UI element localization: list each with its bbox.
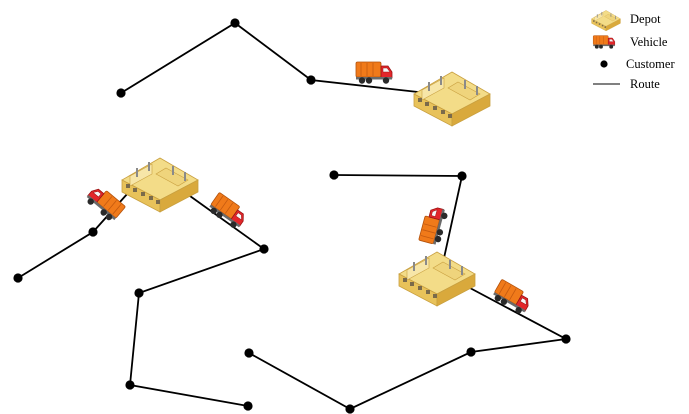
customer-node bbox=[244, 348, 254, 358]
truck-icon bbox=[206, 191, 250, 232]
legend-route-label: Route bbox=[630, 77, 660, 91]
truck-icon bbox=[355, 61, 393, 85]
customer-node bbox=[457, 171, 467, 181]
legend-vehicle-label: Vehicle bbox=[630, 35, 668, 49]
customer-node bbox=[329, 170, 339, 180]
depots bbox=[121, 71, 491, 307]
routes bbox=[17, 21, 569, 411]
customer-node bbox=[259, 244, 269, 254]
customer-node bbox=[306, 75, 316, 85]
customer-node bbox=[230, 18, 240, 28]
legend-customer: Customer bbox=[600, 57, 675, 71]
legend-customer-label: Customer bbox=[626, 57, 675, 71]
truck-icon bbox=[418, 204, 450, 247]
legend: Depot Vehicle Customer Route bbox=[591, 10, 675, 91]
customer-node bbox=[561, 334, 571, 344]
warehouse-icon bbox=[413, 71, 491, 127]
legend-route: Route bbox=[593, 77, 660, 91]
warehouse-icon bbox=[591, 10, 621, 32]
customer-node bbox=[88, 227, 98, 237]
customer-node bbox=[345, 404, 355, 414]
route-snake bbox=[129, 190, 266, 407]
warehouse-icon bbox=[121, 157, 199, 213]
customer-node bbox=[466, 347, 476, 357]
truck-icon bbox=[592, 35, 616, 49]
customer-node bbox=[13, 273, 23, 283]
warehouse-icon bbox=[398, 251, 476, 307]
customer-node bbox=[134, 288, 144, 298]
customer-node bbox=[116, 88, 126, 98]
customer-node bbox=[125, 380, 135, 390]
dot-icon bbox=[600, 60, 608, 68]
customers bbox=[13, 18, 571, 414]
route-top bbox=[120, 21, 419, 94]
customer-node bbox=[243, 401, 253, 411]
legend-depot-label: Depot bbox=[630, 12, 661, 26]
legend-vehicle: Vehicle bbox=[592, 35, 668, 49]
truck-icon bbox=[83, 183, 127, 224]
legend-depot: Depot bbox=[591, 10, 661, 32]
